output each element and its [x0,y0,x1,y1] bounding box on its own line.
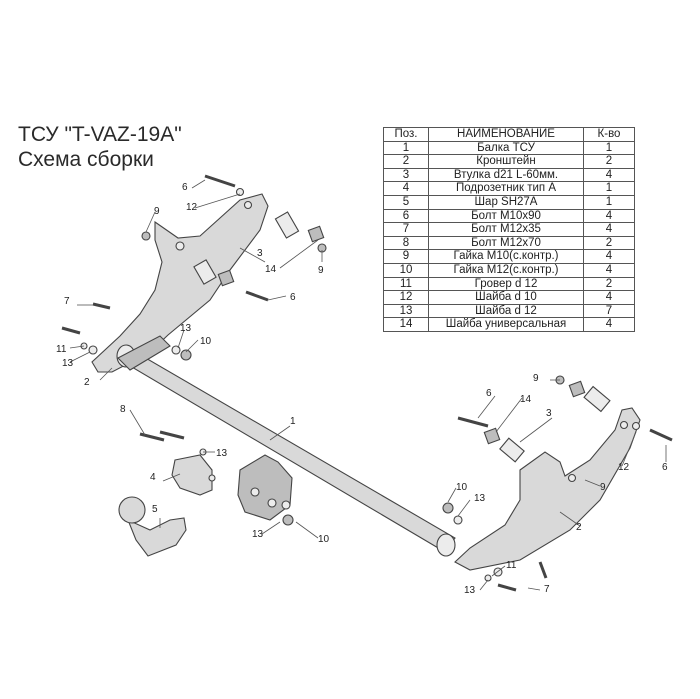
bushing [274,211,300,239]
callout-8: 8 [120,404,126,415]
callout-13: 13 [216,448,228,459]
callout-10: 10 [318,534,330,545]
cell-name: Болт М12х35 [428,222,584,237]
callout-13: 13 [180,323,192,334]
universal-washer [483,427,501,445]
callout-6: 6 [662,462,668,473]
left-bracket-hole [243,200,253,210]
callout-6: 6 [182,182,188,193]
tow-beam-end [436,533,456,557]
callout-3: 3 [546,408,552,419]
universal-washer [568,380,586,398]
callout-10: 10 [200,336,212,347]
callout-4: 4 [150,472,156,483]
right-bracket-hole [619,420,629,430]
tow-ball-stem [126,517,187,557]
bushing [583,385,611,413]
beam-end-plate [117,335,171,371]
callout-7: 7 [544,584,550,595]
socket-plate-hole [208,474,216,482]
universal-washer [217,269,235,287]
callout-2: 2 [84,377,90,388]
callout-3: 3 [257,248,263,259]
right-bracket [454,407,641,571]
center-plate-hole [250,487,260,497]
callout-6: 6 [290,292,296,303]
left-bracket [91,193,269,373]
callout-13: 13 [62,358,74,369]
left-bracket-hole [175,241,185,251]
callout-14: 14 [520,394,532,405]
title-subtitle: Схема сборки [18,148,154,171]
tow-ball [118,496,146,524]
bolt [61,174,673,592]
callout-13: 13 [474,493,486,504]
callout-9: 9 [154,206,160,217]
callout-1: 1 [290,416,296,427]
drawing-title: ТСУ "T-VAZ-19A" Схема сборки [18,122,182,172]
nuts-washers [80,187,641,582]
callout-12: 12 [186,202,198,213]
callout-11: 11 [506,560,517,571]
callout-11: 11 [56,344,67,355]
callout-5: 5 [152,504,158,515]
cell-qty: 4 [583,317,635,332]
title-model: ТСУ "T-VAZ-19A" [18,123,182,146]
cell-name: Болт М12х70 [428,235,584,251]
bushing [193,259,217,285]
callout-9: 9 [600,482,606,493]
center-mount-plate [237,454,293,521]
right-bracket-hole [567,473,577,483]
universal-washer [307,225,325,243]
callout-10: 10 [456,482,468,493]
callout-14: 14 [265,264,277,275]
cell-pos: 13 [383,303,429,319]
bushing [499,437,525,463]
callout-7: 7 [64,296,70,307]
cell-name: Втулка d21 L-60мм. [428,167,584,183]
cell-name: Гровер d 12 [428,276,584,292]
leader-lines [69,179,667,591]
callout-6: 6 [486,388,492,399]
cell-name: Шайба универсальная [428,317,584,332]
callout-9: 9 [533,373,539,384]
cell-qty: 7 [583,303,635,319]
callout-12: 12 [618,462,630,473]
callout-9: 9 [318,265,324,276]
center-plate-hole [267,498,277,508]
callout-2: 2 [576,522,582,533]
callout-13: 13 [252,529,264,540]
callout-13: 13 [464,585,476,596]
cell-pos: 12 [383,290,429,305]
